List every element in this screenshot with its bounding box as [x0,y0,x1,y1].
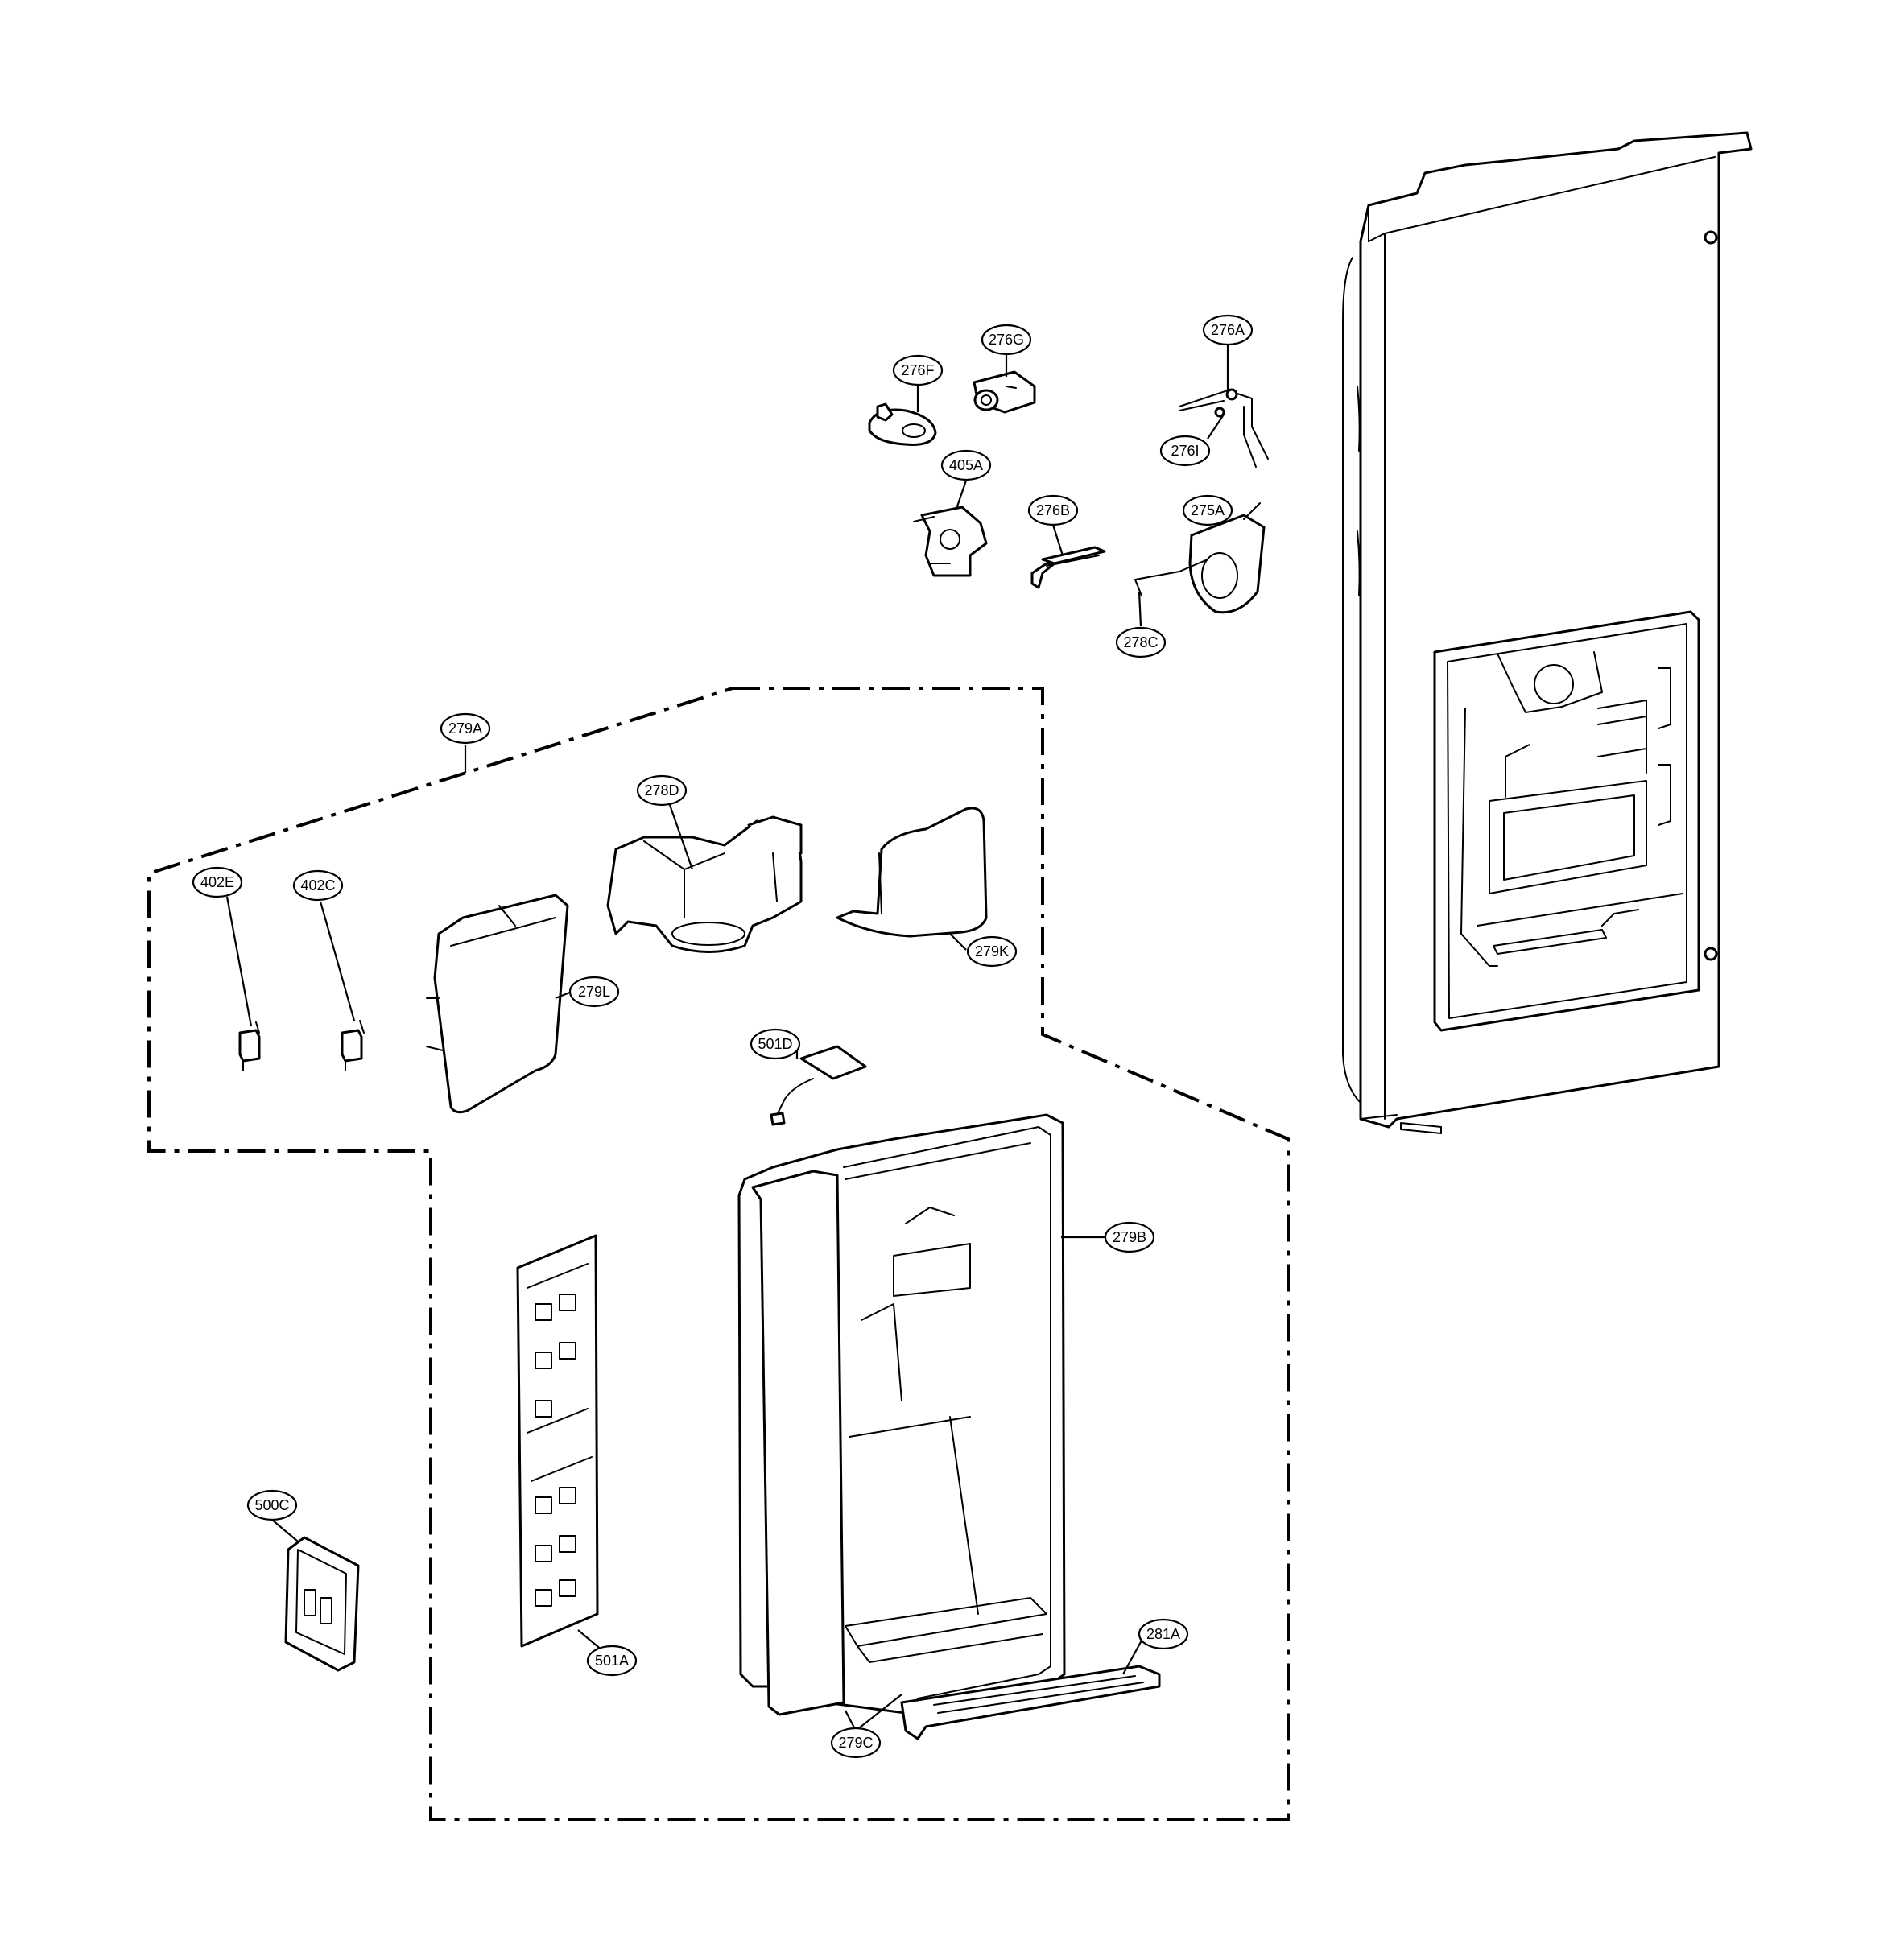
svg-text:275A: 275A [1191,502,1225,518]
svg-text:279K: 279K [975,943,1009,960]
svg-text:402C: 402C [300,877,335,894]
svg-text:276B: 276B [1036,502,1070,518]
callout-402C: 402C [292,869,344,902]
callout-501A: 501A [586,1645,638,1677]
part-402E [238,1021,261,1071]
callout-279B: 279B [1104,1221,1155,1253]
svg-text:278C: 278C [1123,634,1158,650]
callout-276A: 276A [1202,314,1254,346]
callout-501D: 501D [750,1028,801,1060]
callout-279K: 279K [966,935,1018,968]
svg-text:281A: 281A [1146,1626,1180,1642]
door-panel-part [1342,131,1753,1134]
part-402C [341,1020,365,1071]
callout-402E: 402E [192,866,243,898]
callout-276F: 276F [892,354,944,386]
part-275A [1134,502,1266,614]
assembly-boundary-279A [147,687,1290,1821]
svg-text:279B: 279B [1113,1229,1146,1245]
callout-279L: 279L [568,976,620,1008]
callout-276I: 276I [1159,435,1211,467]
callout-500C: 500C [246,1489,298,1521]
part-281A [900,1665,1161,1740]
svg-text:276A: 276A [1211,322,1245,338]
svg-text:501A: 501A [595,1653,629,1669]
svg-text:279C: 279C [838,1735,873,1751]
part-276F [868,402,937,446]
part-279B-frame [737,1113,1066,1716]
leader-lines [225,345,1229,1731]
part-501D [770,1045,867,1126]
svg-text:402E: 402E [200,874,234,890]
svg-text:279A: 279A [448,720,482,737]
svg-text:276G: 276G [989,332,1024,348]
svg-text:278D: 278D [644,782,679,799]
callouts: 276A 276G 276F 276I 405A 276B 275A 278C [192,314,1254,1759]
callout-279A: 279A [440,712,491,745]
callout-405A: 405A [940,449,992,481]
callout-278D: 278D [636,774,688,807]
part-276B [1030,546,1106,589]
callout-276G: 276G [981,324,1032,356]
callout-279C: 279C [830,1727,882,1759]
svg-text:405A: 405A [949,457,983,473]
svg-text:279L: 279L [578,984,610,1000]
svg-text:276I: 276I [1171,443,1199,459]
callout-281A: 281A [1138,1618,1189,1650]
part-500C [284,1536,360,1672]
svg-text:501D: 501D [758,1036,792,1052]
part-279L [426,894,569,1114]
callout-276B: 276B [1027,494,1079,526]
part-276G [973,370,1036,414]
svg-text:500C: 500C [254,1497,289,1513]
part-501A [516,1234,599,1648]
callout-278C: 278C [1115,626,1167,658]
part-279K [836,807,988,938]
callout-275A: 275A [1182,494,1233,526]
part-405A [913,506,988,577]
svg-text:276F: 276F [901,362,934,378]
part-276A-wire [1179,388,1269,468]
part-278D [606,815,803,953]
